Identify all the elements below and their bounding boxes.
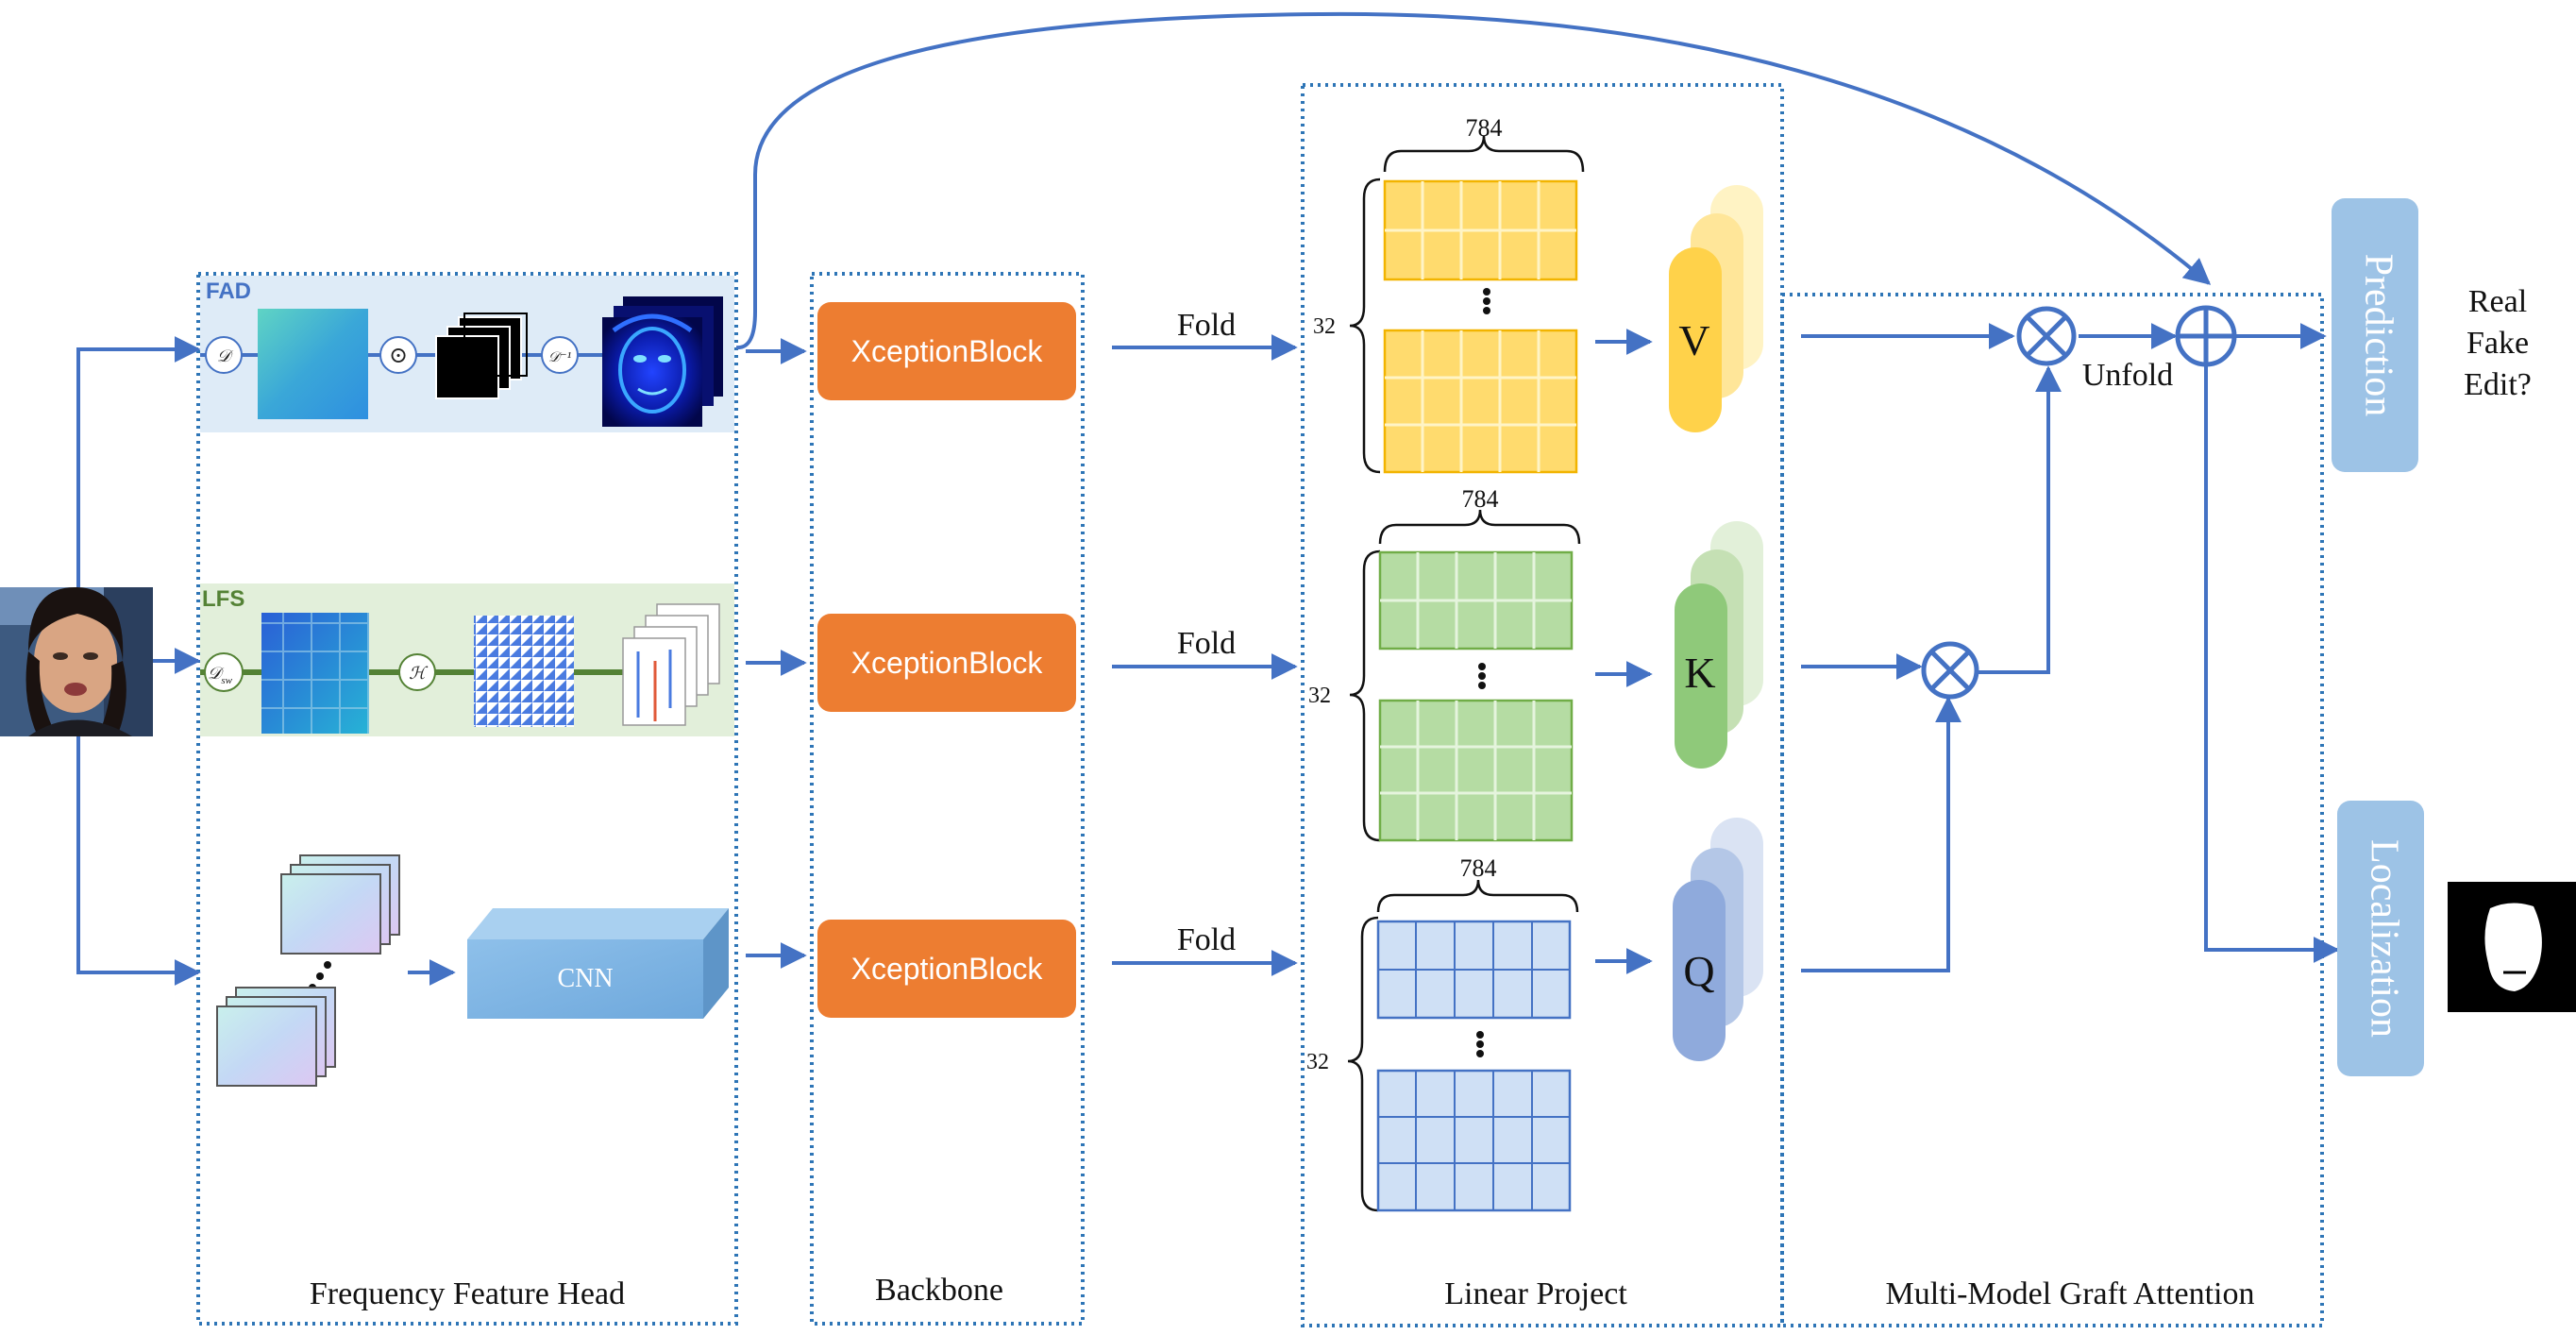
height-label: 32 [1308, 684, 1331, 708]
prediction-head: Prediction [2332, 198, 2418, 472]
q-letter: Q [1683, 947, 1714, 995]
fad-branch: FAD 𝒟 ⊙ 𝒟⁻¹ [200, 276, 734, 432]
inverse-dct-symbol: 𝒟⁻¹ [548, 350, 572, 365]
linear-project-box [1301, 83, 1784, 1327]
multiply-node-vk [2016, 306, 2077, 366]
rgb-patches-top [280, 854, 400, 955]
head-to-backbone-arrows [746, 338, 807, 969]
fold-label: Fold [1177, 922, 1236, 957]
width-label: 784 [1466, 114, 1503, 142]
width-brace [1376, 879, 1579, 913]
multiply-operator [379, 336, 417, 374]
rgb-patches-bottom [216, 987, 336, 1087]
fold-label: Fold [1177, 308, 1236, 343]
xception-block-label: XceptionBlock [851, 334, 1044, 368]
v-letter: V [1678, 316, 1709, 364]
localization-label: Localization [2362, 839, 2405, 1038]
dct-symbol: 𝒟 [217, 346, 234, 365]
v-token [1669, 247, 1722, 432]
k-matrix-bottom [1378, 699, 1574, 842]
class-real: Real [2468, 284, 2527, 319]
fad-filter-stack [435, 313, 528, 399]
graft-attention-caption: Multi-Model Graft Attention [1886, 1276, 2255, 1311]
width-label: 784 [1460, 854, 1497, 882]
prediction-classes: Real Fake Edit? [2464, 284, 2532, 402]
backbone-block-2: XceptionBlock [817, 614, 1076, 712]
sliding-window-dct-operator [204, 652, 244, 692]
input-face-image [0, 586, 153, 736]
input-arrows [76, 336, 201, 986]
add-node [2175, 305, 2237, 367]
frequency-head-box [196, 272, 738, 1326]
linear-project-caption: Linear Project [1444, 1276, 1627, 1311]
frequency-head-caption: Frequency Feature Head [310, 1276, 625, 1311]
localization-head: Localization [2337, 801, 2424, 1076]
localization-mask [2448, 882, 2576, 1012]
height-brace [1349, 549, 1381, 842]
backbone-block-3: XceptionBlock [817, 920, 1076, 1018]
fad-label: FAD [206, 279, 251, 304]
lfs-statistics-map [474, 616, 574, 727]
dct-operator [205, 336, 243, 374]
fold-arrows [1112, 334, 1298, 976]
q-matrix-bottom [1376, 1069, 1572, 1212]
cnn-branch: CNN [216, 854, 729, 1087]
lfs-label: LFS [202, 586, 244, 612]
class-edit: Edit? [2464, 367, 2532, 402]
q-projection: 784 32 Q [1306, 818, 1763, 1212]
k-projection: 784 32 K [1308, 485, 1763, 842]
class-fake: Fake [2467, 326, 2529, 361]
backbone-caption: Backbone [875, 1273, 1003, 1308]
multiply-node-kq [1921, 641, 1979, 700]
width-brace [1383, 135, 1585, 173]
entropy-symbol: ℋ [409, 664, 429, 683]
backbone-box [810, 272, 1085, 1326]
height-label: 32 [1306, 1050, 1329, 1074]
height-brace [1347, 916, 1379, 1212]
width-label: 784 [1462, 485, 1499, 513]
fad-output-stack [602, 296, 723, 427]
v-projection: 784 32 V [1313, 114, 1763, 474]
attention-wiring [1801, 323, 2340, 972]
lfs-output-stack [622, 603, 720, 726]
xception-block-label: XceptionBlock [851, 952, 1044, 986]
q-token [1673, 880, 1726, 1061]
unfold-label: Unfold [2082, 358, 2173, 393]
cnn-block: CNN [467, 908, 729, 1019]
skip-connection [735, 11, 2212, 350]
multiply-symbol: ⊙ [389, 344, 408, 368]
inverse-dct-operator [541, 336, 579, 374]
graft-attention-box [1780, 293, 2324, 1327]
prediction-label: Prediction [2356, 254, 2399, 417]
width-brace [1378, 509, 1581, 545]
sw-dct-symbol: 𝒟sw [208, 664, 233, 686]
backbone-block-1: XceptionBlock [817, 302, 1076, 400]
k-token [1675, 583, 1727, 769]
entropy-operator [398, 653, 436, 691]
cnn-label: CNN [557, 964, 613, 993]
xception-block-label: XceptionBlock [851, 646, 1044, 680]
height-brace [1349, 177, 1381, 474]
v-matrix-bottom [1383, 329, 1578, 474]
fold-label: Fold [1177, 626, 1236, 661]
k-letter: K [1684, 649, 1715, 697]
lfs-branch: LFS 𝒟sw ℋ [200, 583, 734, 736]
fad-spectrum-image [258, 309, 368, 419]
height-label: 32 [1313, 314, 1336, 339]
